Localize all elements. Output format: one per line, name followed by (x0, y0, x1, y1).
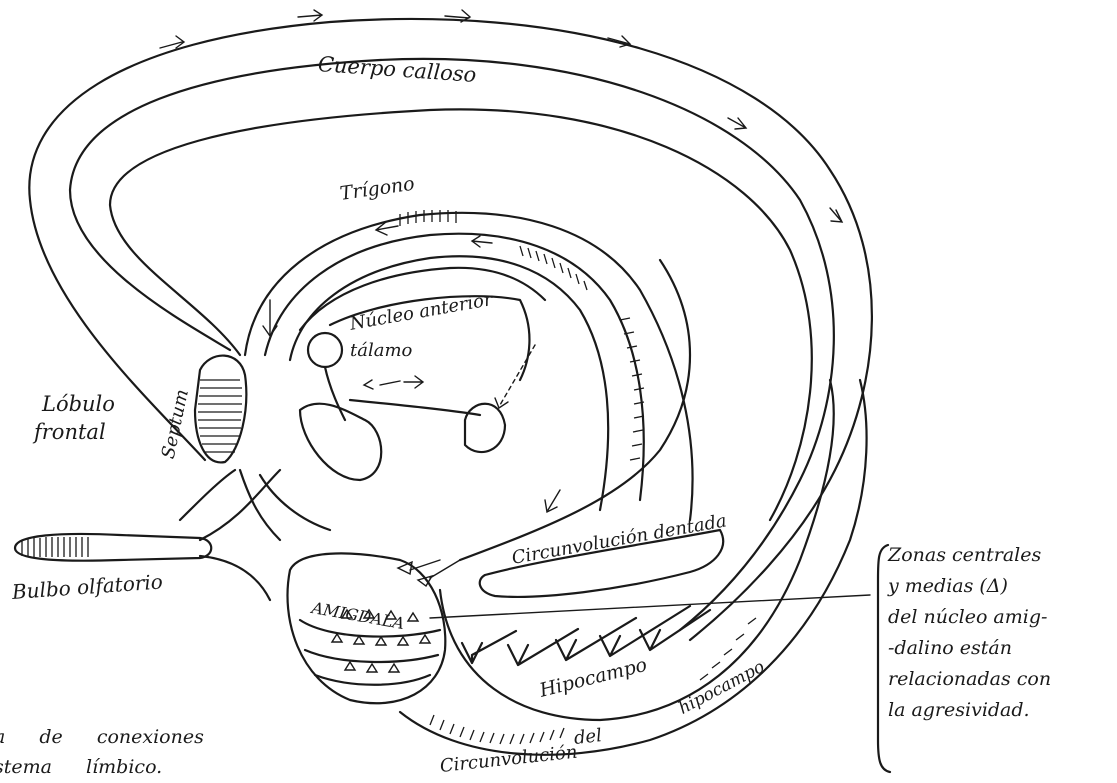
label-lobulo: Lóbulo (42, 392, 115, 416)
note-line: la agresividad. (888, 695, 1113, 726)
note-line: -dalino están (888, 633, 1113, 664)
aggression-note: Zonas centrales y medias (Δ) del núcleo … (888, 540, 1113, 726)
note-line: relacionadas con (888, 664, 1113, 695)
amygdala-outline (288, 553, 446, 703)
olfactory-hatching (22, 537, 88, 557)
note-line: Zonas centrales (888, 540, 1113, 571)
septum-hatching (198, 380, 242, 452)
note-pointer-line (430, 595, 870, 618)
amygdala-arrows (398, 560, 460, 586)
olfactory-branches (240, 470, 330, 540)
figure-caption: a de conexiones stema límbico. (0, 722, 204, 782)
olfactory-tract (180, 470, 280, 600)
septum-outline (195, 356, 246, 463)
caption-line: a de conexiones (0, 722, 204, 752)
habenula-tract (350, 400, 480, 415)
note-line: y medias (Δ) (888, 571, 1113, 602)
anterior-nucleus (308, 333, 342, 367)
fornix-outer (245, 213, 693, 520)
corpus-callosum-outer (29, 19, 872, 640)
dotted-connection (500, 345, 535, 405)
label-circunvolucion-hipocampo-2: del (573, 725, 603, 749)
olfactory-bulb (15, 534, 211, 561)
label-frontal: frontal (34, 420, 106, 444)
label-talamo: tálamo (350, 340, 412, 361)
mammillary-body (300, 404, 381, 480)
note-line: del núcleo amig- (888, 602, 1113, 633)
caption-line: stema límbico. (0, 752, 204, 782)
pineal-body (465, 404, 505, 452)
amygdala-inner (300, 620, 440, 685)
thalamic-stalk (325, 367, 345, 420)
